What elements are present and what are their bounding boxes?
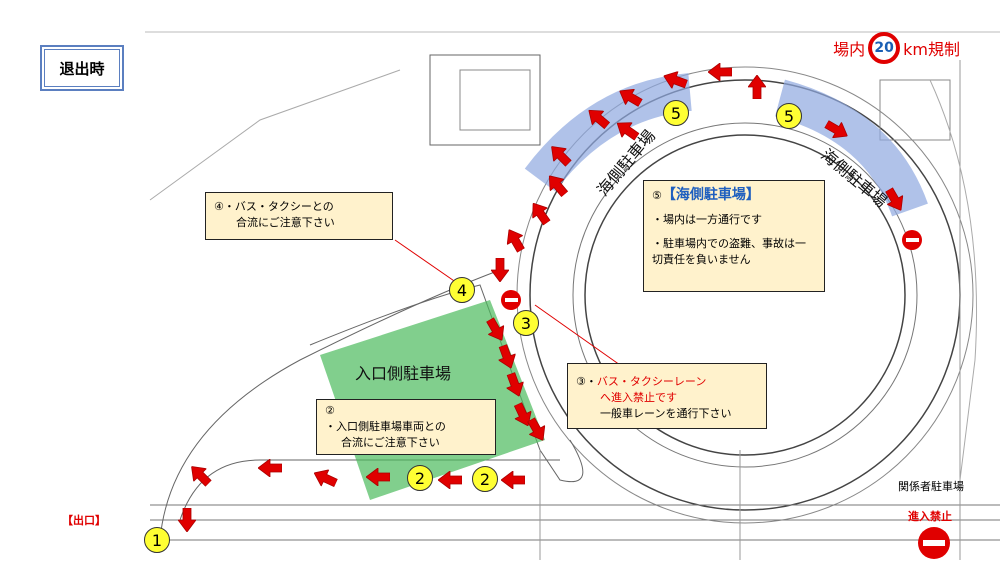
direction-arrow-icon [881,185,909,215]
note-3-warning2: へ進入禁止です [600,391,677,404]
direction-arrow-icon [542,170,571,200]
no-entry-icon [918,527,950,559]
staff-parking-label: 関係者駐車場 [898,480,964,493]
note-5-line1: ・場内は一方通行です [652,213,762,226]
direction-arrow-icon [438,471,462,489]
marker-5: 5 [776,103,802,129]
direction-arrow-icon [258,459,282,477]
note-2-num: ② [325,404,335,417]
direction-arrow-icon [482,315,510,345]
direction-arrow-icon [501,471,525,489]
note-2-line1: ・入口側駐車場車両との [325,420,446,433]
direction-arrow-icon [612,116,642,145]
direction-arrow-icon [185,460,215,490]
direction-arrow-icon [615,83,645,111]
direction-arrow-icon [502,371,527,400]
marker-1: 1 [144,527,170,553]
marker-5: 5 [663,100,689,126]
note-5-num: ⑤ [652,189,662,202]
note-4-line2: 合流にご注意下さい [236,216,335,229]
direction-arrow-icon [523,415,551,445]
direction-arrow-icon [501,225,529,255]
speed-limit-suffix: km規制 [903,40,960,59]
speed-limit: 場内 20 km規制 [833,32,960,64]
no-entry-icon [902,230,922,250]
note-3-prefix: ③・ [576,375,597,388]
marker-3: 3 [513,310,539,336]
note-3-warning1: バス・タクシーレーン [596,375,707,388]
direction-arrow-icon [310,465,339,491]
speed-limit-sign-icon: 20 [868,32,901,64]
page-title: 退出時 [40,45,124,91]
direction-arrow-icon [491,258,509,282]
note-4: ④・バス・タクシーとの 合流にご注意下さい [205,192,393,240]
note-2-line2: 合流にご注意下さい [341,436,440,449]
note-4-line1: ④・バス・タクシーとの [214,200,334,213]
sea-parking-area-left [524,73,693,192]
marker-2: 2 [472,466,498,492]
direction-arrow-icon [494,343,519,372]
note-3: ③・バス・タクシーレーン へ進入禁止です 一般車レーンを通行下さい [567,363,767,429]
note-5: ⑤【海側駐車場】 ・場内は一方通行です ・駐車場内での盗難、事故は一 切責任を負… [643,180,825,292]
direction-arrow-icon [748,75,766,99]
direction-arrow-icon [510,400,536,429]
marker-2: 2 [407,465,433,491]
direction-arrow-icon [661,67,690,92]
direction-arrow-icon [178,508,196,532]
note-5-line3: 切責任を負いません [652,253,751,266]
note-3-line3: 一般車レーンを通行下さい [600,407,732,420]
direction-arrow-icon [583,103,613,132]
note-2: ② ・入口側駐車場車両との 合流にご注意下さい [316,399,496,455]
entrance-parking-label: 入口側駐車場 [355,364,452,383]
direction-arrow-icon [526,198,555,228]
speed-limit-prefix: 場内 [833,40,866,59]
direction-arrow-icon [822,116,852,144]
no-entry-label: 進入禁止 [908,510,952,523]
direction-arrow-icon [366,468,390,486]
direction-arrow-icon [545,140,575,170]
exit-label: 【出口】 [62,514,106,527]
no-entry-icon [501,290,521,310]
note-5-heading: 【海側駐車場】 [661,187,760,203]
note-5-line2: ・駐車場内での盗難、事故は一 [652,237,806,250]
direction-arrow-icon [708,63,732,81]
sea-parking-area-right [774,79,928,217]
marker-4: 4 [449,277,475,303]
